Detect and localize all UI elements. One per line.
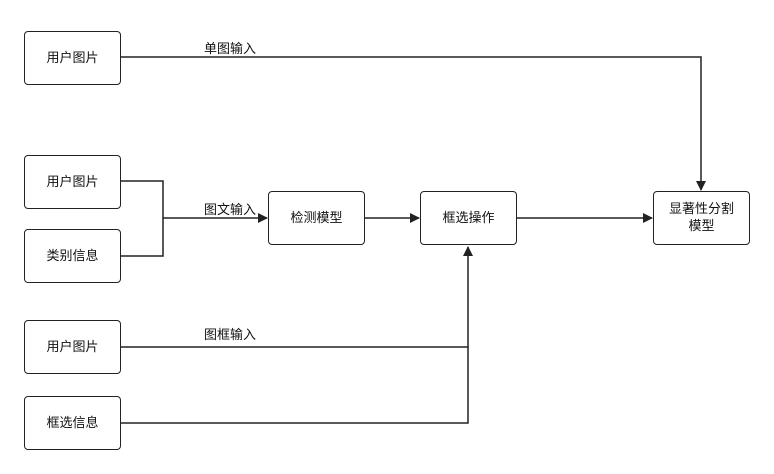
node-label: 用户图片 <box>46 174 99 190</box>
edge-category-info-merge <box>121 218 164 257</box>
label-single-image-input: 单图输入 <box>204 42 257 57</box>
node-label-line-1: 显著性分割 <box>668 202 734 217</box>
label-image-text-input: 图文输入 <box>204 203 257 218</box>
edge-single-image-input <box>121 56 706 191</box>
node-label-line-2: 模型 <box>688 219 715 234</box>
node-box-select-op: 框选操作 <box>420 191 517 245</box>
node-label: 框选信息 <box>46 415 99 431</box>
label-image-box-input: 图框输入 <box>204 328 257 343</box>
node-label: 类别信息 <box>46 248 99 264</box>
node-category-info: 类别信息 <box>24 229 121 283</box>
node-label: 检测模型 <box>290 210 343 226</box>
node-label: 框选操作 <box>442 210 495 226</box>
node-label: 用户图片 <box>46 339 99 355</box>
node-user-image-2: 用户图片 <box>24 155 121 209</box>
edge-box-info <box>121 347 469 424</box>
edge-user-image-2-merge <box>121 180 164 218</box>
node-box-info: 框选信息 <box>24 396 121 450</box>
node-saliency-model: 显著性分割 模型 <box>653 191 750 245</box>
node-user-image-1: 用户图片 <box>24 31 121 85</box>
edge-image-box-input <box>121 246 473 348</box>
node-detection-model: 检测模型 <box>268 191 365 245</box>
node-user-image-3: 用户图片 <box>24 320 121 374</box>
node-label: 用户图片 <box>46 50 99 66</box>
